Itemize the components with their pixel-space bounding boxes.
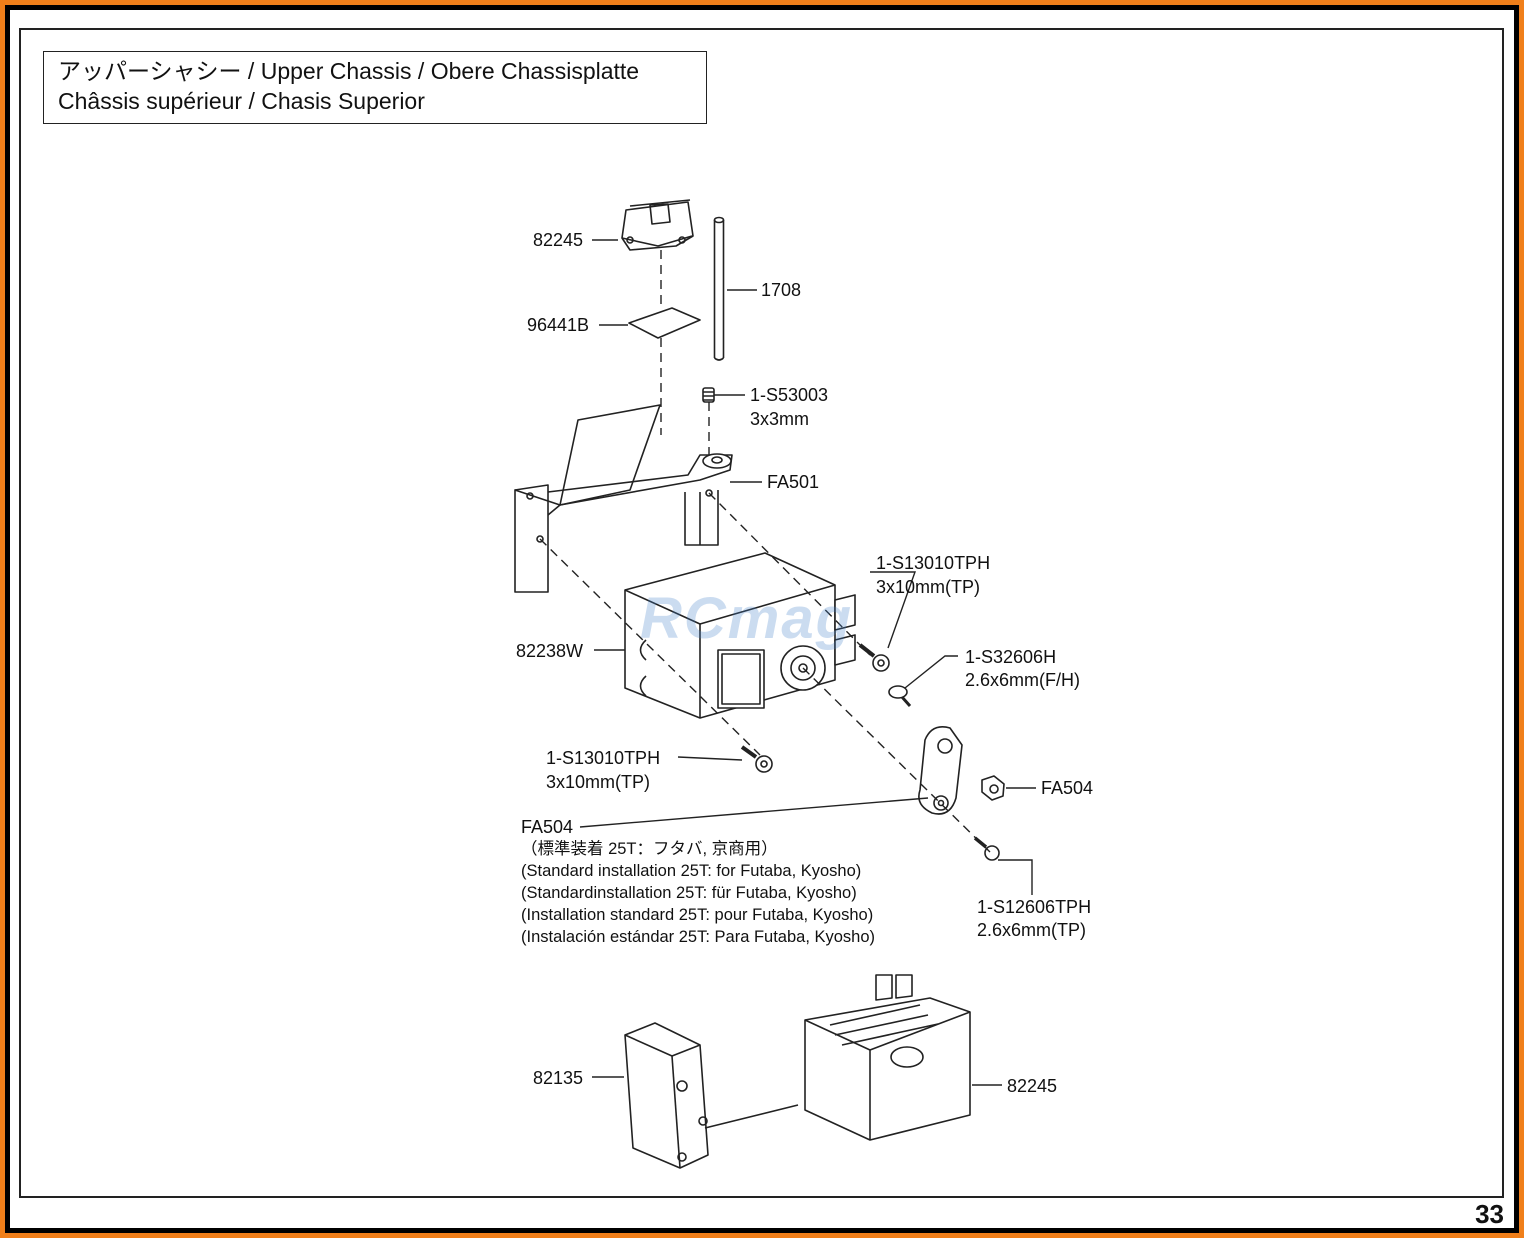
part-96441b-pad	[628, 307, 701, 339]
title-line-2: Châssis supérieur / Chasis Superior	[58, 88, 425, 114]
fa504-note: FA504 （標準装着 25T：フタバ, 京商用） (Standard inst…	[521, 816, 875, 948]
part-1708-rod	[713, 216, 725, 361]
label-1s13010-left-size: 3x10mm(TP)	[546, 772, 651, 792]
inner-border	[19, 28, 1504, 1198]
label-1s12606-code: 1-S12606TPH	[977, 897, 1092, 917]
part-82245-holder	[621, 199, 694, 251]
label-1s13010-right-size: 3x10mm(TP)	[876, 577, 981, 597]
part-1s53003-screw	[702, 387, 715, 403]
part-fa504-nut	[981, 775, 1005, 801]
label-1s13010-left-code: 1-S13010TPH	[546, 748, 661, 768]
label-1s13010-right-code: 1-S13010TPH	[876, 553, 991, 573]
label-82245-bottom: 82245	[1007, 1076, 1058, 1096]
note-line-es: (Instalación estándar 25T: Para Futaba, …	[521, 928, 876, 946]
part-fa504-horn	[918, 726, 963, 815]
title-line-1: アッパーシャシー / Upper Chassis / Obere Chassis…	[58, 58, 640, 84]
note-line-en: (Standard installation 25T: for Futaba, …	[521, 862, 862, 880]
note-line-de: (Standardinstallation 25T: für Futaba, K…	[521, 884, 857, 902]
label-82245-top: 82245	[533, 230, 584, 250]
part-1s13010-screw-left	[740, 745, 773, 773]
label-1s53003-size: 3x3mm	[750, 409, 810, 429]
page-number: 33	[1475, 1199, 1504, 1229]
part-82245-esc	[804, 974, 971, 1141]
part-82238w-servo	[624, 552, 856, 719]
label-1s53003-code: 1-S53003	[750, 385, 829, 405]
label-1s12606-size: 2.6x6mm(TP)	[977, 920, 1087, 940]
part-1s32606-screw	[888, 685, 912, 707]
label-1708: 1708	[761, 280, 802, 300]
title-box: アッパーシャシー / Upper Chassis / Obere Chassis…	[43, 51, 707, 124]
label-fa504-left: FA504	[521, 817, 574, 837]
label-96441b: 96441B	[527, 315, 590, 335]
note-line-ja: （標準装着 25T：フタバ, 京商用）	[521, 840, 778, 858]
label-82135: 82135	[533, 1068, 584, 1088]
label-82238w: 82238W	[516, 641, 584, 661]
part-1s13010-screw-right	[858, 643, 890, 672]
label-1s32606-size: 2.6x6mm(F/H)	[965, 670, 1081, 690]
label-1s32606-code: 1-S32606H	[965, 647, 1057, 667]
label-fa501: FA501	[767, 472, 820, 492]
part-fa501-bracket	[514, 404, 733, 593]
label-fa504-right: FA504	[1041, 778, 1094, 798]
part-82135-receiver	[624, 1022, 799, 1169]
note-line-fr: (Installation standard 25T: pour Futaba,…	[521, 906, 874, 924]
